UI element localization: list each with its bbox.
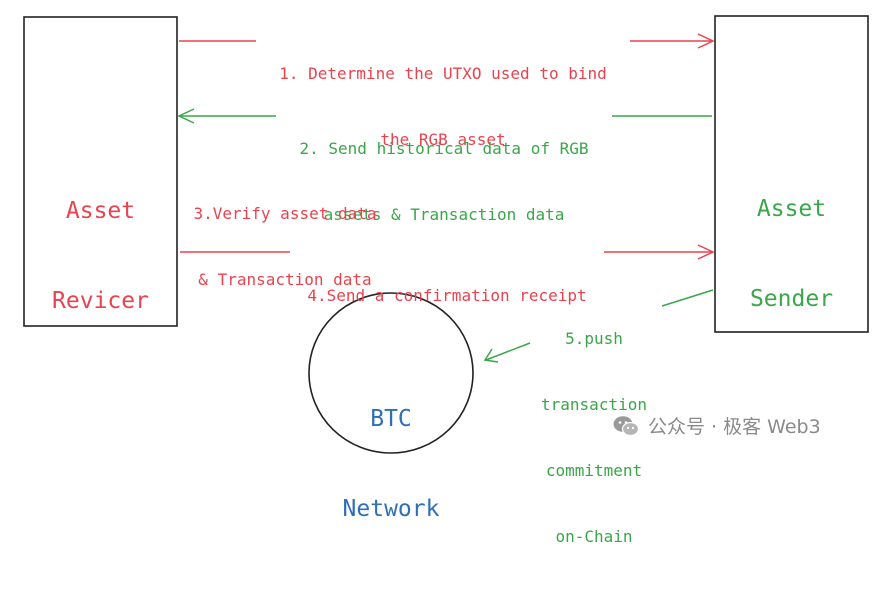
step5-text-line2: transaction <box>541 395 647 414</box>
step5-text-line4: on-Chain <box>555 527 633 546</box>
step2-arrow <box>177 108 712 124</box>
watermark-text: 公众号 · 极客 Web3 <box>648 416 821 438</box>
asset-receiver-box <box>23 16 178 327</box>
step5-text-line1: 5.push <box>565 329 623 348</box>
btc-network-label-line1: BTC <box>370 406 412 432</box>
step1-text-line1: 1. Determine the UTXO used to bind <box>279 64 607 83</box>
diagram-canvas <box>23 15 869 454</box>
step1-arrow <box>179 33 715 49</box>
btc-network-label: BTC Network <box>311 344 471 584</box>
rgb-transfer-diagram: Asset Revicer Asset Sender BTC Network 1… <box>23 15 869 546</box>
btc-network-label-line2: Network <box>342 496 440 522</box>
step2-text: 2. Send historical data of RGB assets & … <box>276 94 612 270</box>
watermark: 公众号 · 极客 Web3 <box>612 412 821 439</box>
asset-sender-label-line2: Sender <box>749 286 834 312</box>
step4-text-line1: 4.Send a confirmation receipt <box>307 286 587 305</box>
step4-arrow <box>180 244 715 260</box>
btc-network-circle <box>308 292 474 454</box>
step5-arrow <box>483 289 714 363</box>
asset-receiver-label: Asset Revicer <box>24 136 177 376</box>
step2-text-line2: assets & Transaction data <box>323 205 565 224</box>
step3-text: 3.Verify asset data & Transaction data <box>180 159 390 335</box>
step4-text: 4.Send a confirmation receipt <box>290 241 604 351</box>
step3-text-line2: & Transaction data <box>198 270 372 289</box>
asset-receiver-label-line1: Asset <box>65 198 136 224</box>
asset-receiver-label-line2: Revicer <box>52 288 149 314</box>
asset-sender-box <box>714 15 869 333</box>
step3-text-line1: 3.Verify asset data <box>193 204 377 223</box>
asset-sender-label-line1: Asset <box>756 196 827 222</box>
step1-text: 1. Determine the UTXO used to bind the R… <box>256 19 630 195</box>
step2-text-line1: 2. Send historical data of RGB <box>299 139 589 158</box>
step1-text-line2: the RGB asset <box>380 130 506 149</box>
asset-sender-label: Asset Sender <box>715 134 868 374</box>
wechat-icon <box>613 415 640 436</box>
step5-text-line3: commitment <box>545 461 643 480</box>
